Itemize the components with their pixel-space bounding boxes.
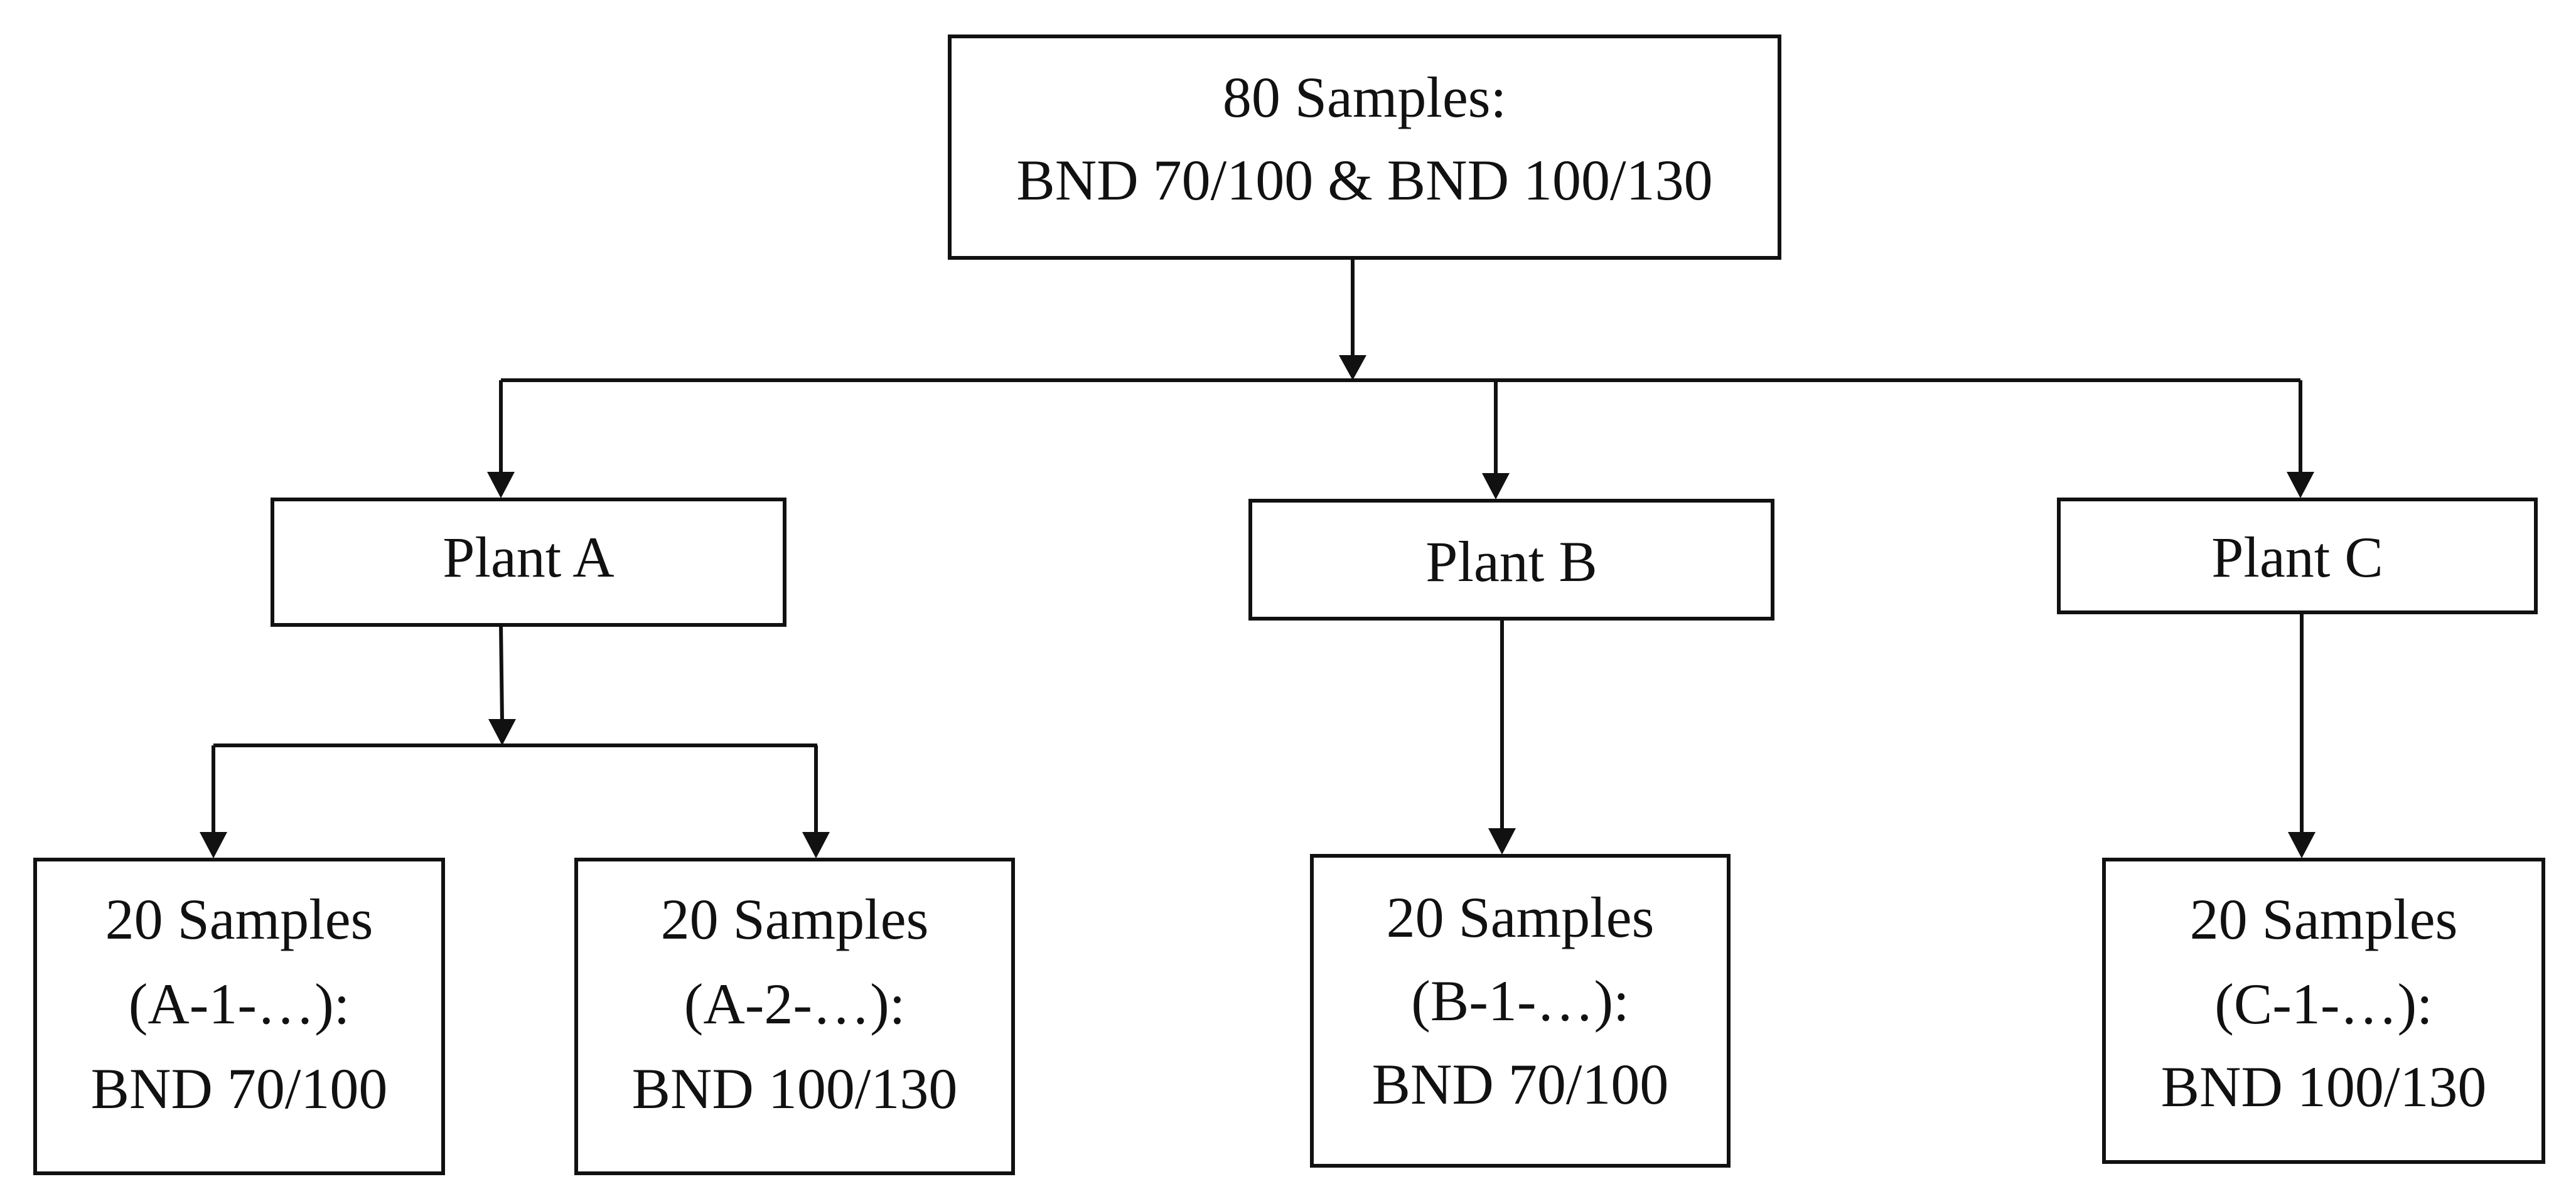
samples-a2-grade: BND 100/130 [632, 1057, 958, 1121]
samples-b1-code: (B-1-…): [1411, 969, 1629, 1033]
samples-a1-grade: BND 70/100 [91, 1057, 388, 1121]
root-to-plants-connector [487, 257, 2314, 499]
plant-b-to-samples-connector [1488, 619, 1516, 855]
samples-c1-code: (C-1-…): [2214, 972, 2432, 1036]
plant-c-box: Plant C [2057, 498, 2538, 614]
plant-c-to-samples-connector [2288, 613, 2316, 858]
plant-b-box: Plant B [1248, 499, 1774, 621]
root-samples-count: 80 Samples: [1223, 65, 1506, 129]
root-samples-box: 80 Samples: BND 70/100 & BND 100/130 [948, 35, 1781, 260]
samples-c1-grade: BND 100/130 [2161, 1055, 2487, 1119]
samples-c1-box: 20 Samples (C-1-…): BND 100/130 [2102, 858, 2545, 1164]
samples-a2-count: 20 Samples [661, 887, 929, 951]
samples-a1-box: 20 Samples (A-1-…): BND 70/100 [33, 858, 445, 1175]
samples-a1-count: 20 Samples [105, 887, 373, 951]
samples-b1-box: 20 Samples (B-1-…): BND 70/100 [1310, 854, 1731, 1168]
root-samples-grades: BND 70/100 & BND 100/130 [1016, 148, 1712, 212]
plant-b-label: Plant B [1425, 530, 1597, 594]
samples-b1-grade: BND 70/100 [1372, 1052, 1669, 1116]
plant-a-to-samples-connector [200, 624, 830, 858]
samples-c1-count: 20 Samples [2190, 887, 2458, 951]
plant-a-box: Plant A [271, 498, 786, 627]
samples-a1-code: (A-1-…): [129, 972, 350, 1036]
samples-a2-code: (A-2-…): [684, 972, 906, 1036]
samples-b1-count: 20 Samples [1387, 885, 1655, 949]
samples-a2-box: 20 Samples (A-2-…): BND 100/130 [574, 858, 1015, 1175]
plant-a-label: Plant A [443, 525, 614, 589]
plant-c-label: Plant C [2211, 525, 2383, 589]
